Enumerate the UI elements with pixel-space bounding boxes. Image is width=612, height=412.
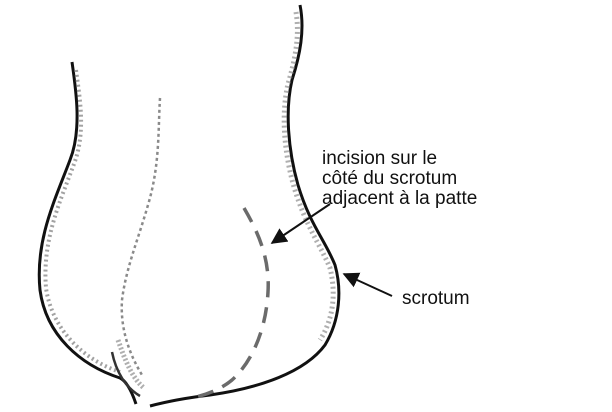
right-contour	[150, 5, 339, 406]
left-contour-shading	[45, 70, 120, 372]
incision-dashed-line	[192, 208, 268, 398]
incision-label-line-1: incision sur le	[322, 148, 437, 169]
scrotum-arrow	[344, 274, 392, 296]
incision-label-line-2: côté du scrotum	[322, 168, 457, 189]
scrotum-label: scrotum	[402, 288, 470, 309]
central-fold-line	[122, 98, 160, 375]
incision-label-line-3: adjacent à la patte	[322, 188, 477, 209]
